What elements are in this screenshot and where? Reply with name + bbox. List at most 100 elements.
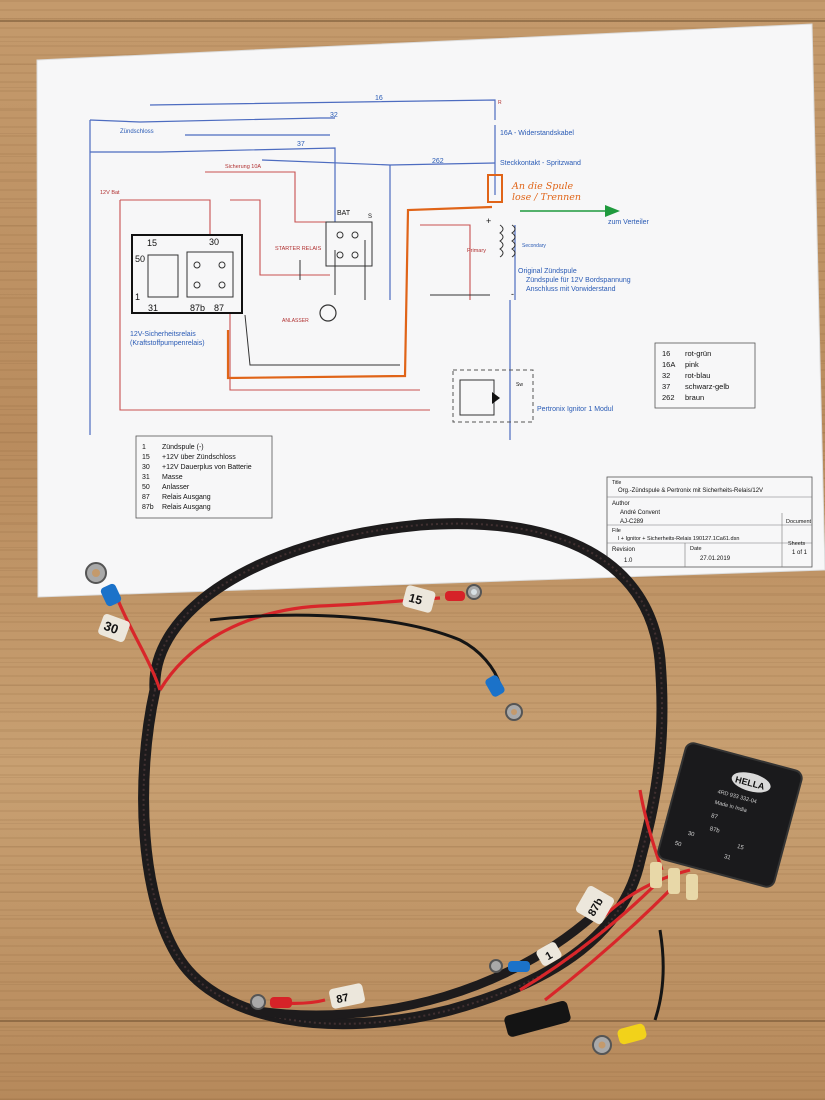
legend-name: braun (685, 393, 704, 402)
black-wires (209, 613, 665, 1021)
pin-legend-desc: Masse (162, 474, 183, 481)
wiring-harness: 30 15 87b 1 87 HELLA (85, 518, 803, 1055)
title-value: Org.-Zündspule & Pertronix mit Sicherhei… (618, 488, 763, 494)
pin-legend-desc: Relais Ausgang (162, 494, 211, 501)
relay-pin-31: 31 (723, 854, 732, 862)
relay-pin-50: 50 (674, 841, 683, 849)
pin-legend-desc: Anlasser (162, 484, 190, 491)
label-minus: - (511, 289, 514, 299)
label-secondary: Secondary (522, 243, 546, 249)
relay-pin-31: 31 (148, 303, 158, 313)
legend-name: rot-grün (685, 349, 711, 358)
schematic-sheet: Zündschloss 16 32 37 262 Sicherung 10A 1… (36, 23, 825, 598)
legend-code: 262 (662, 393, 675, 402)
relay-pin-50: 50 (135, 254, 145, 264)
pin-legend: 1 Zündspule (-) 15 +12V über Zündschloss… (135, 435, 273, 519)
label-plus: + (486, 216, 491, 226)
document-label: Document (786, 519, 812, 525)
coil-icon (499, 224, 504, 258)
starter-relais-label: STARTER RELAIS (275, 246, 322, 252)
pin-legend-desc: +12V über Zündschloss (162, 454, 236, 461)
tag-15-text: 15 (407, 591, 424, 608)
date-value: 27.01.2019 (700, 556, 731, 562)
cable-tag-15: 15 (402, 585, 436, 613)
tag-87-text: 87 (335, 992, 349, 1006)
label-sicherung: Sicherung 10A (225, 164, 261, 170)
wire-lines-black (244, 240, 490, 366)
label-widerstand: 16A - Widerstandskabel (500, 130, 574, 137)
relay-pin-87: 87 (710, 813, 719, 821)
pin-legend-pin: 87b (142, 504, 154, 511)
cable-tag-30: 30 (98, 614, 130, 642)
starter-relay-box (325, 221, 373, 267)
pin-legend-desc: +12V Dauerplus von Batterie (162, 464, 252, 471)
legend-name: schwarz-gelb (685, 382, 729, 391)
braided-sleeve-inner (249, 896, 614, 1020)
wood-seam (0, 20, 825, 22)
arrow-verteiler-icon (605, 205, 620, 217)
triangle-icon (492, 392, 500, 404)
relay-connectors (650, 862, 698, 900)
pin-legend-pin: 30 (142, 464, 150, 471)
legend-name: rot-blau (685, 371, 710, 380)
relay-pin-15: 15 (147, 238, 157, 248)
revision-value: 1.0 (624, 558, 633, 564)
pin-legend-pin: 87 (142, 494, 150, 501)
wire-color-legend: 16 rot-grün 16A pink 32 rot-blau 37 schw… (654, 342, 756, 409)
pin-legend-pin: 50 (142, 484, 150, 491)
fuse-holder (504, 1000, 571, 1037)
label-primary: Primary (467, 248, 486, 254)
pin-legend-desc: Relais Ausgang (162, 504, 211, 511)
relay-box (131, 234, 243, 314)
label-orig-spule: Original Zündspule (518, 268, 577, 275)
file-label: File (612, 528, 621, 534)
pertronix-sw: Sw (516, 382, 523, 388)
label-12v-bat: 12V Bat (100, 190, 120, 196)
handwritten-note-1: An die Spule (511, 181, 574, 192)
braided-sleeve-loop (138, 518, 668, 1030)
legend-code: 37 (662, 382, 670, 391)
relay-pin-15: 15 (736, 844, 745, 852)
tag-1-text: 1 (544, 949, 555, 962)
cable-tag-87b: 87b (575, 885, 615, 925)
author-value-2: AJ-C289 (620, 519, 644, 525)
label-zuendschloss: Zündschloss (120, 129, 154, 135)
label-spule-12v: Zündspule für 12V Bordspannung (526, 277, 631, 284)
label-steckkontakt: Steckkontakt - Spritzwand (500, 160, 581, 167)
starter-s: S (368, 214, 372, 220)
pin-legend-pin: 1 (142, 444, 146, 451)
red-wires (116, 596, 691, 1005)
legend-code: 32 (662, 371, 670, 380)
author-label: Author (612, 501, 630, 507)
label-wire-262: 262 (432, 158, 444, 165)
hella-relay: HELLA 4RD 933 332-04 Made in India 30 87… (657, 742, 803, 888)
orange-box (487, 174, 503, 203)
label-wire-16: 16 (375, 95, 383, 102)
sheets-label: Sheets (788, 541, 805, 547)
pin-legend-pin: 15 (142, 454, 150, 461)
legend-name: pink (685, 360, 699, 369)
tag-30-text: 30 (102, 618, 121, 637)
pin-legend-pin: 31 (142, 474, 150, 481)
relay-pin-1: 1 (135, 292, 140, 302)
label-anschluss: Anschluss mit Vorwiderstand (526, 286, 616, 293)
author-value: André Convent (620, 510, 660, 516)
label-wire-32: 32 (330, 112, 338, 119)
cable-tag-87: 87 (329, 983, 365, 1009)
relay-pin-87: 87 (214, 303, 224, 313)
date-label: Date (690, 546, 702, 552)
handwritten-note-2: lose / Trennen (512, 192, 581, 203)
sheets-value: 1 of 1 (792, 550, 808, 556)
wire-lines-red (119, 171, 471, 411)
motor-icon (319, 304, 337, 322)
file-value: l + Ignitor + Sicherheits-Relais 190127.… (618, 536, 739, 542)
relay-pin-87b: 87b (190, 303, 205, 313)
relay-caption-1: 12V-Sicherheitsrelais (130, 331, 196, 338)
title-block: Title Org.-Zündspule & Pertronix mit Sic… (606, 476, 813, 568)
pertronix-box (452, 369, 534, 423)
revision-label: Revision (612, 547, 635, 553)
relay-caption-2: (Kraftstoffpumpenrelais) (130, 340, 205, 347)
starter-bat: BAT (337, 210, 351, 217)
ring-terminals (85, 562, 647, 1055)
